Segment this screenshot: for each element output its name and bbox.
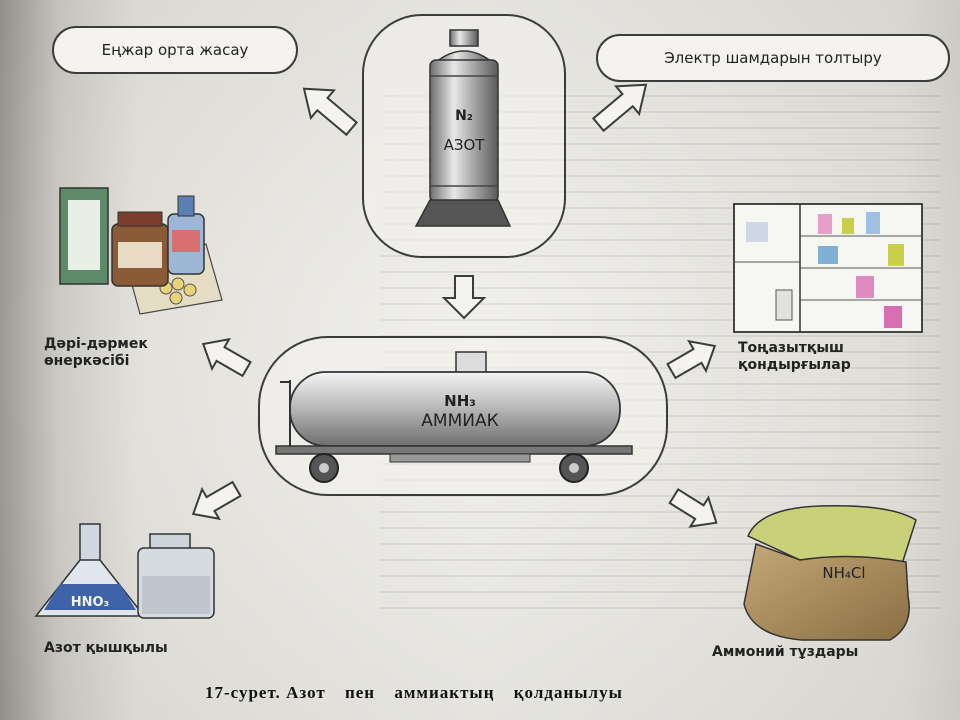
- cylinder-name: АЗОТ: [444, 136, 486, 154]
- top-right-use-pill: Электр шамдарын толтыру: [596, 34, 950, 82]
- salts-label: Аммоний тұздары: [712, 644, 859, 660]
- acid-label: Азот қышқылы: [44, 640, 168, 656]
- flask-label: HNO₃: [71, 595, 110, 610]
- arrow-to-top-right-icon: [591, 83, 648, 133]
- tank-name: АММИАК: [421, 411, 498, 431]
- top-right-use-label: Электр шамдарын толтыру: [664, 49, 882, 67]
- arrow-down-center-icon: [441, 275, 487, 320]
- top-left-use-label: Еңжар орта жасау: [101, 41, 249, 59]
- arrow-to-pharma-icon: [201, 337, 252, 378]
- pharma-label: Дәрі-дәрмек өнеркәсібі: [44, 336, 148, 369]
- arrow-to-top-left-icon: [302, 87, 359, 137]
- top-left-use-pill: Еңжар орта жасау: [52, 26, 298, 74]
- sack-label: NH₄Cl: [822, 564, 865, 582]
- caption-text: Азот пен аммиактың қолданылуы: [286, 683, 623, 702]
- arrow-to-fridge-icon: [666, 339, 717, 380]
- fridge-label: Тоңазытқыш қондырғылар: [738, 340, 851, 373]
- nitrogen-cylinder-icon: [414, 29, 512, 227]
- ammonium-salt-sack-icon: [743, 505, 917, 641]
- acid-flask-icon: [34, 523, 146, 617]
- tank-formula: NH₃: [444, 392, 476, 410]
- arrows: [191, 83, 718, 528]
- arrow-to-acid-icon: [191, 480, 242, 521]
- medicine-bottles-icon: [59, 187, 223, 315]
- reagent-bottle-icon: [137, 533, 215, 619]
- refrigerator-icon: [733, 203, 923, 333]
- caption-number: 17-сурет.: [205, 683, 281, 702]
- figure-caption: 17-сурет. Азот пен аммиактың қолданылуы: [205, 683, 623, 703]
- ammonia-tank-car-icon: [275, 351, 633, 483]
- arrow-to-salts-icon: [668, 488, 718, 528]
- cylinder-formula: N₂: [455, 108, 473, 124]
